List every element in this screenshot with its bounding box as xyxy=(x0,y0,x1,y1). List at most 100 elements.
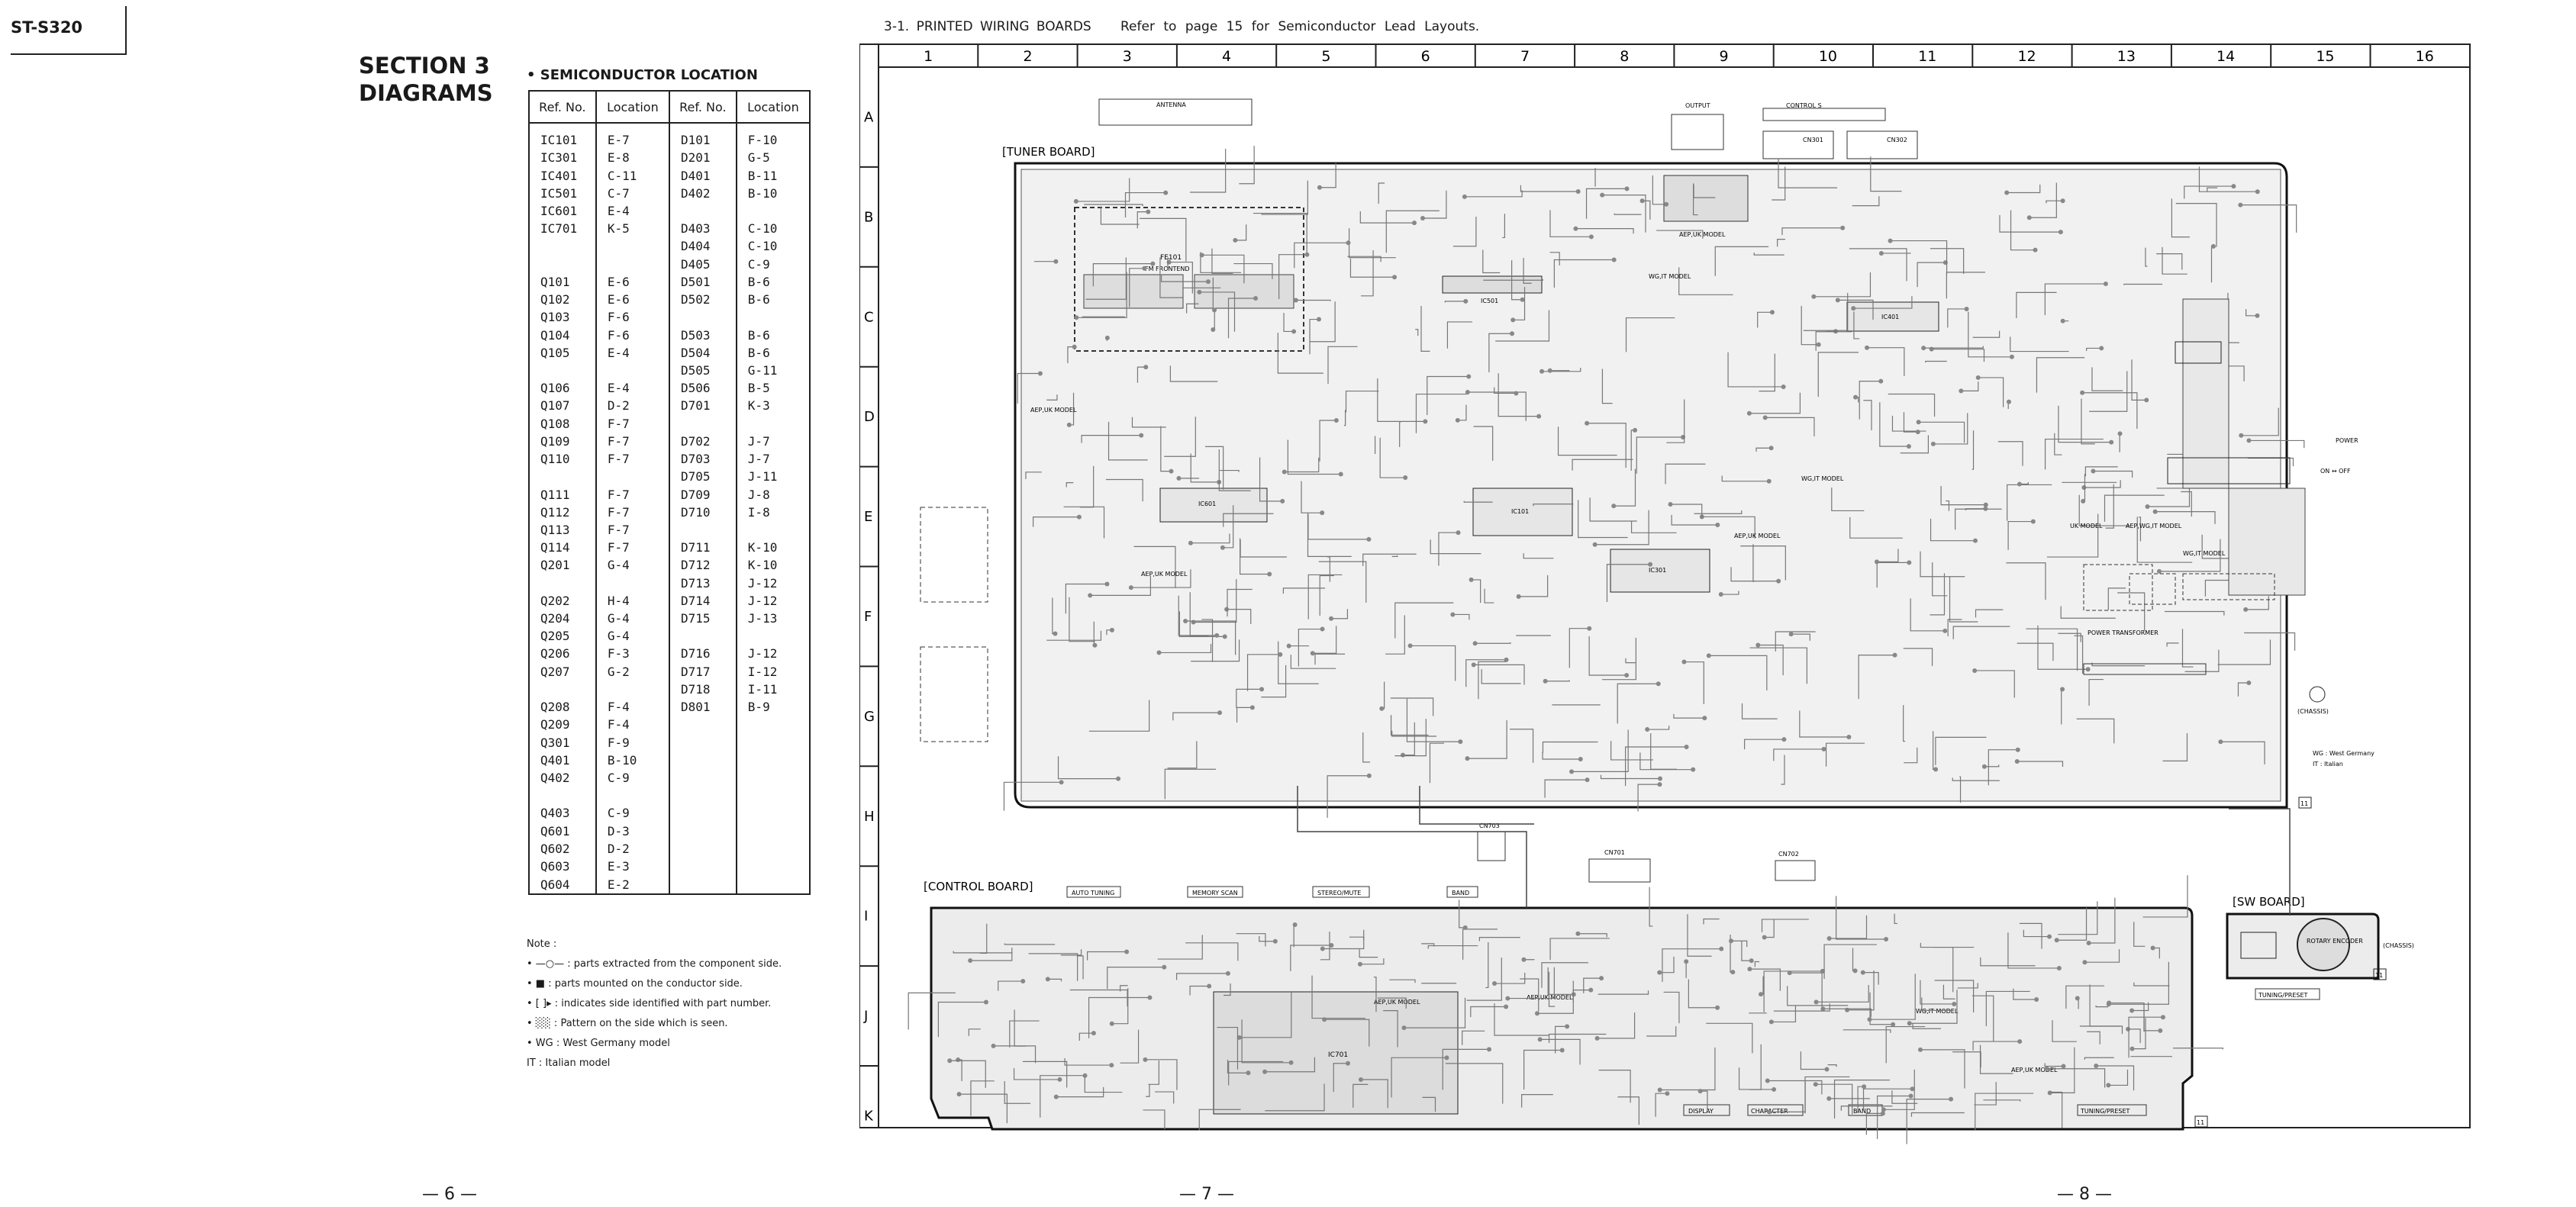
table-header-cell: Location xyxy=(595,90,670,124)
table-cell: F-7 xyxy=(595,485,669,504)
tuning-preset-sw-label: TUNING/PRESET xyxy=(2258,992,2308,999)
table-cell: D405 xyxy=(668,255,737,273)
table-cell xyxy=(735,875,810,894)
aep-uk-model-control-2: AEP,UK MODEL xyxy=(1527,994,1573,1001)
aep-uk-model-tuner-2: AEP,UK MODEL xyxy=(1141,571,1188,578)
table-cell: Q208 xyxy=(528,698,596,716)
tuner-board: [TUNER BOARD] FE101 FM FRONTEND ANTENNA … xyxy=(920,98,2374,818)
table-cell: I-8 xyxy=(735,503,810,521)
grid-column-label: 5 xyxy=(1321,48,1330,65)
table-cell: F-7 xyxy=(595,432,669,450)
grid-column-label: 6 xyxy=(1421,48,1430,65)
auto-tuning-label: AUTO TUNING xyxy=(1072,890,1114,896)
grid-column-label: 8 xyxy=(1620,48,1629,65)
table-cell xyxy=(528,574,596,592)
cn703-label: CN703 xyxy=(1479,822,1500,829)
tuning-preset-label: TUNING/PRESET xyxy=(2080,1108,2130,1115)
table-cell: G-2 xyxy=(595,662,669,681)
table-cell xyxy=(735,751,810,769)
notes: Note : • —○— : parts extracted from the … xyxy=(527,935,782,1073)
table-cell: G-4 xyxy=(595,556,669,575)
table-cell: D502 xyxy=(668,291,737,309)
table-cell: B-10 xyxy=(735,184,810,202)
notes-title: Note : xyxy=(527,938,557,950)
table-cell: Q101 xyxy=(528,272,596,291)
grid-row-label: D xyxy=(864,409,875,425)
grid-column-label: 13 xyxy=(2117,48,2136,65)
band-button-label: BAND xyxy=(1853,1108,1871,1115)
table-cell: E-6 xyxy=(595,291,669,309)
section-line2: DIAGRAMS xyxy=(359,80,493,106)
grid-row-label: J xyxy=(863,1009,868,1025)
table-cell: D709 xyxy=(668,485,737,504)
ic601-label: IC601 xyxy=(1198,501,1216,507)
table-cell: IC101 xyxy=(528,123,596,150)
control-s-label: CONTROL S xyxy=(1786,102,1822,109)
table-cell: D705 xyxy=(668,468,737,486)
table-cell: E-4 xyxy=(595,379,669,398)
table-cell xyxy=(668,201,737,220)
table-header-cell: Location xyxy=(735,90,811,124)
table-cell: D701 xyxy=(668,397,737,415)
table-cell xyxy=(668,308,737,327)
table-cell: Q108 xyxy=(528,414,596,433)
grid-row-label: E xyxy=(864,509,872,525)
table-cell: D403 xyxy=(668,220,737,238)
table-cell: E-4 xyxy=(595,343,669,362)
table-cell: B-11 xyxy=(735,166,810,185)
table-cell: B-9 xyxy=(735,698,810,716)
table-cell: Q103 xyxy=(528,308,596,327)
note-item: • —○— : parts extracted from the compone… xyxy=(527,958,782,970)
table-cell: D716 xyxy=(668,645,737,663)
table-cell: F-10 xyxy=(735,123,810,150)
table-cell xyxy=(735,201,810,220)
fe101-label: FE101 xyxy=(1160,254,1182,262)
table-cell: D-2 xyxy=(595,397,669,415)
table-cell: F-4 xyxy=(595,716,669,734)
aep-uk-model-control-3: AEP,UK MODEL xyxy=(2011,1067,2058,1073)
aep-uk-model-tuner-1: AEP,UK MODEL xyxy=(1030,407,1077,414)
table-cell: Q403 xyxy=(528,804,596,822)
table-cell xyxy=(595,255,669,273)
ic701-label: IC701 xyxy=(1328,1051,1348,1059)
table-cell: G-5 xyxy=(735,149,810,167)
chassis-label: (CHASSIS) xyxy=(2297,708,2329,715)
table-cell: Q209 xyxy=(528,716,596,734)
table-cell: E-6 xyxy=(595,272,669,291)
table-cell: I-11 xyxy=(735,680,810,699)
grid-row-label: K xyxy=(864,1108,874,1124)
table-cell: E-4 xyxy=(595,201,669,220)
page-ref-control: 11 xyxy=(2197,1119,2204,1126)
table-cell: Q402 xyxy=(528,768,596,787)
table-cell: J-12 xyxy=(735,574,810,592)
grid-row-label: C xyxy=(864,309,874,325)
table-cell xyxy=(595,787,669,805)
table-cell: D718 xyxy=(668,680,737,699)
table-cell: D714 xyxy=(668,591,737,610)
table-cell: B-6 xyxy=(735,291,810,309)
model-name: ST-S320 xyxy=(11,18,83,37)
table-cell: B-6 xyxy=(735,343,810,362)
grid-column-label: 10 xyxy=(1819,48,1837,65)
table-cell: J-8 xyxy=(735,485,810,504)
table-cell xyxy=(735,822,810,840)
table-cell: Q112 xyxy=(528,503,596,521)
table-cell: F-7 xyxy=(595,539,669,557)
table-cell: Q602 xyxy=(528,839,596,858)
table-cell: Q111 xyxy=(528,485,596,504)
grid-column-label: 14 xyxy=(2217,48,2235,65)
it-note: IT : Italian xyxy=(2313,761,2343,768)
table-cell xyxy=(735,733,810,752)
